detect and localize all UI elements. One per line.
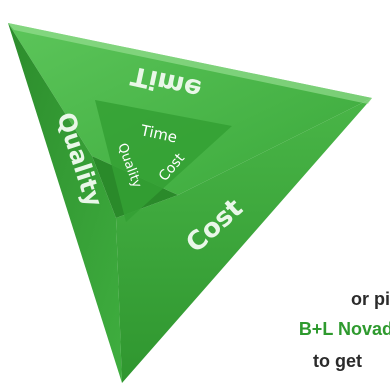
- caption-line-2: B+L Novado: [298, 319, 390, 339]
- caption-line-3: to get: [313, 351, 362, 371]
- center-triangle-face: [95, 100, 232, 222]
- pyramid-face-top: [8, 23, 372, 195]
- pyramid-edge-highlight: [8, 23, 372, 104]
- caption-line-1: or pic: [350, 289, 390, 309]
- pyramid-face-right: [116, 98, 372, 383]
- pyramid-face-left: [8, 23, 122, 383]
